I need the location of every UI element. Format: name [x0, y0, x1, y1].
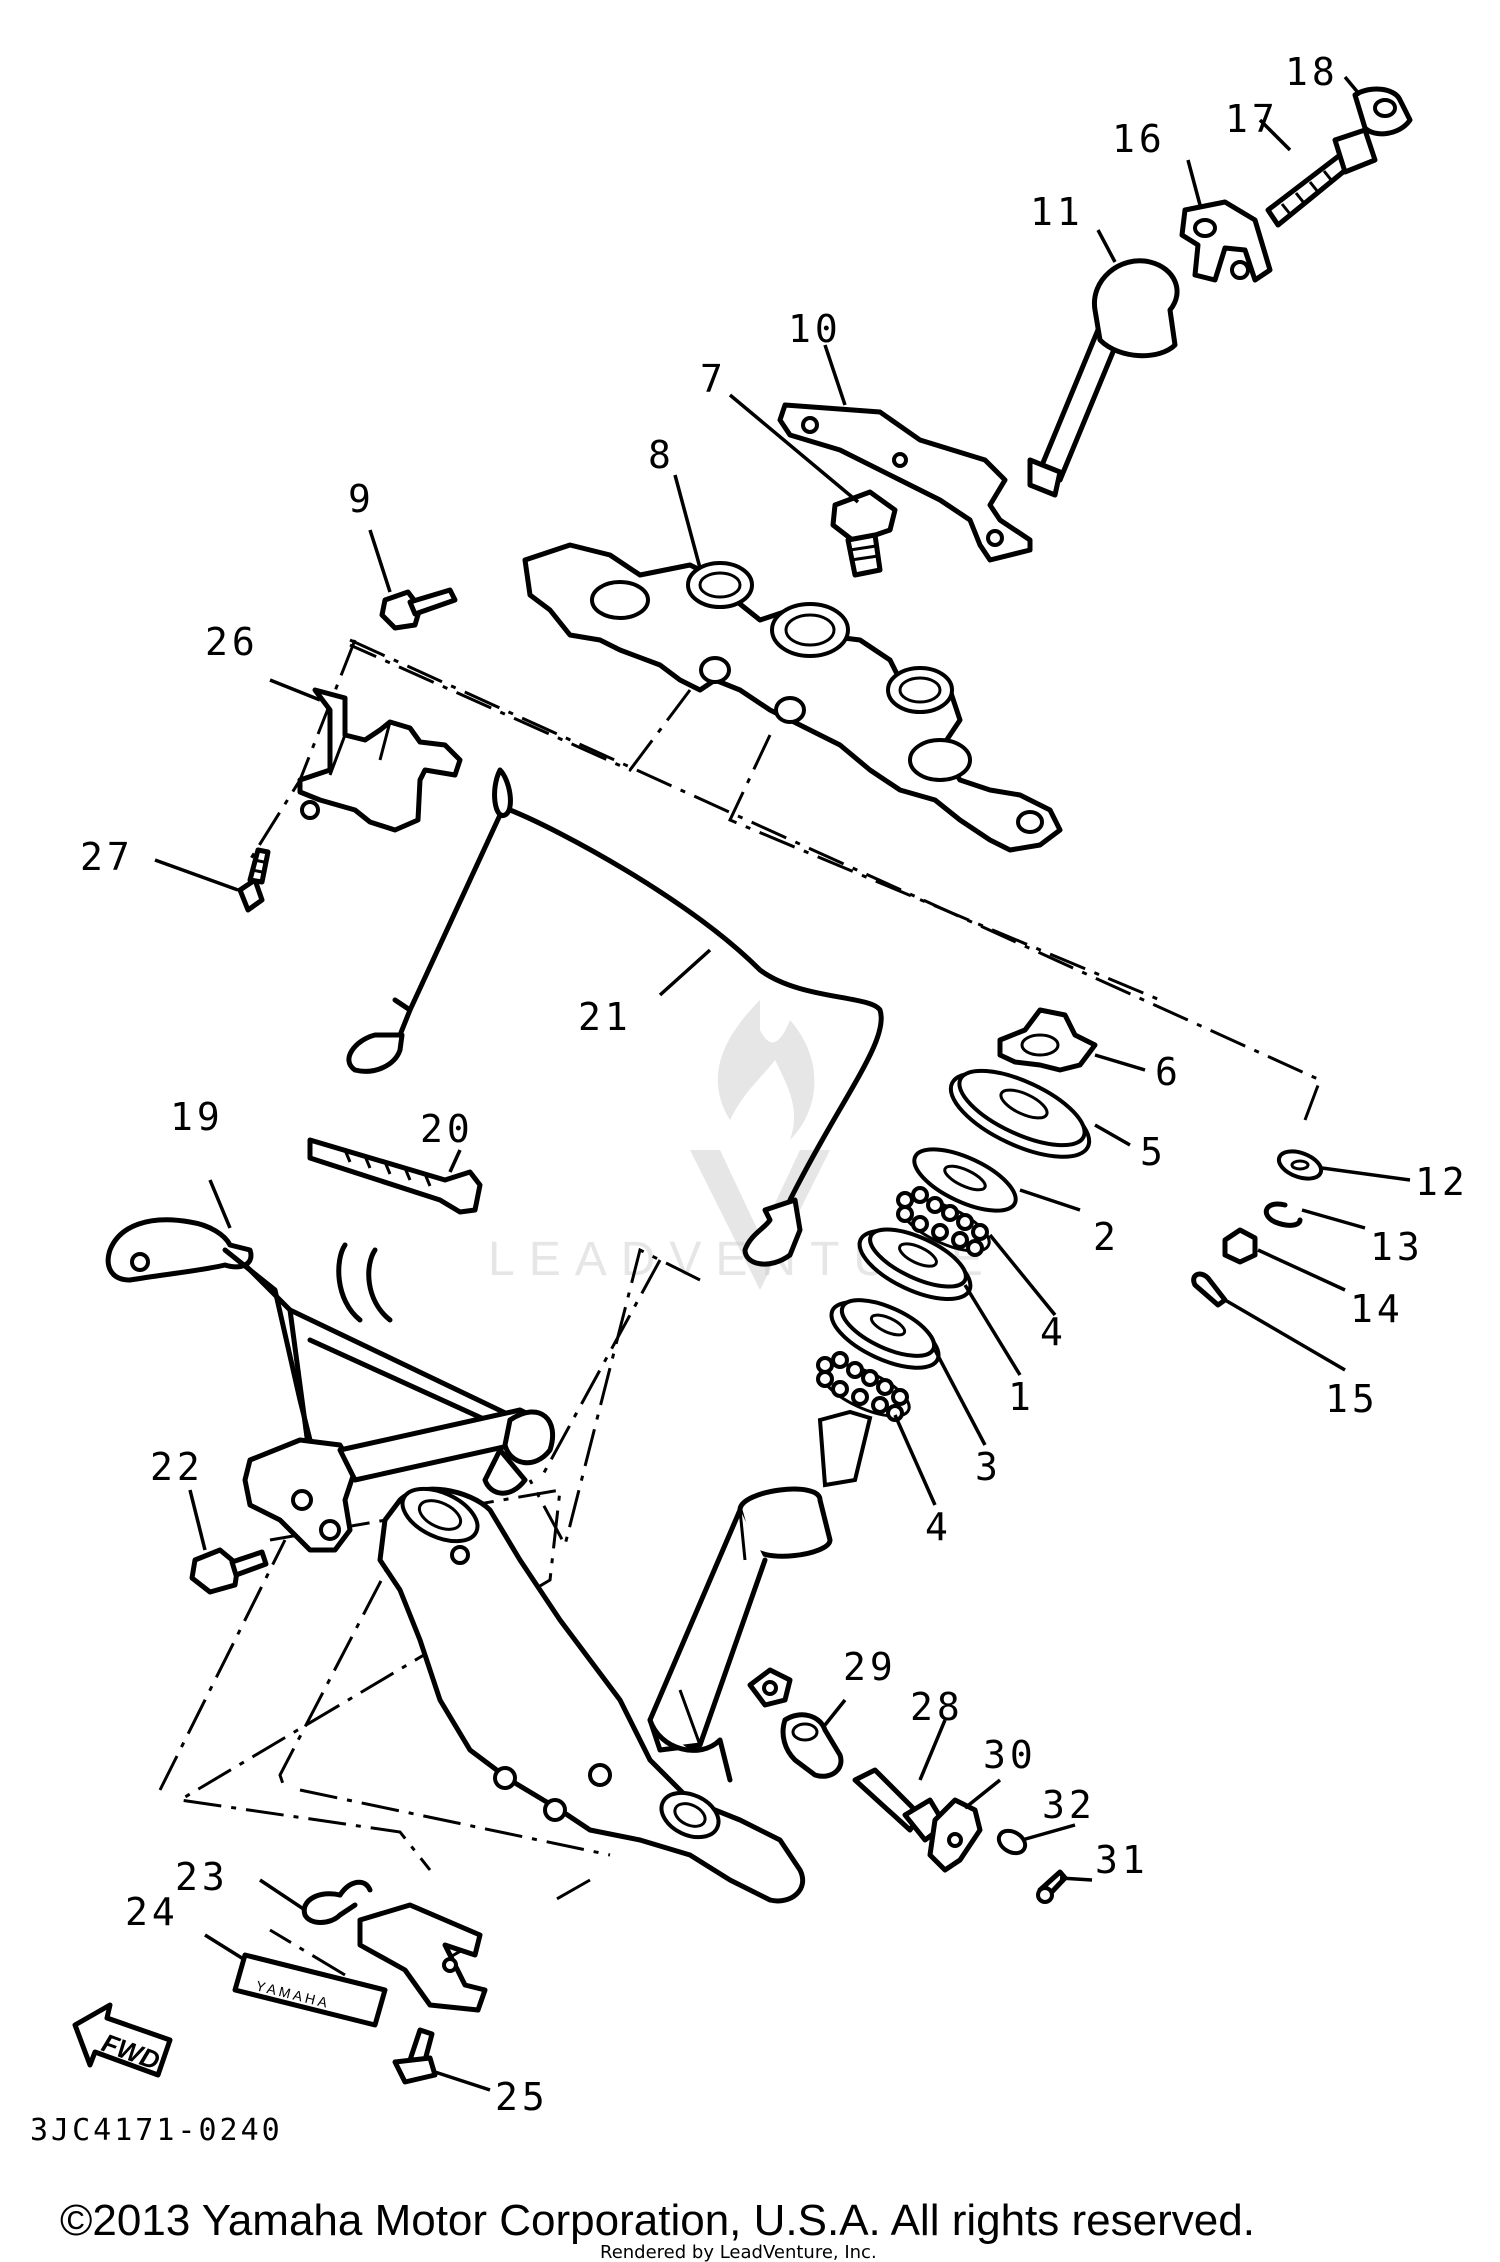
callout-14: 14 [1350, 1287, 1404, 1331]
callout-13: 13 [1370, 1225, 1424, 1269]
callout-23: 23 [175, 1855, 229, 1899]
callout-27: 27 [80, 835, 134, 879]
callout-25: 25 [495, 2075, 549, 2119]
part-15-pin [1191, 1271, 1228, 1308]
callout-11: 11 [1030, 190, 1084, 234]
leader-lines [154, 75, 1411, 2092]
part-24-emblem: YAMAHA [232, 1952, 388, 2028]
callout-3: 3 [975, 1445, 1002, 1489]
part-4-upper-balls [896, 1186, 991, 1257]
callout-15: 15 [1325, 1377, 1379, 1421]
steering-stem-under-bracket [377, 1409, 873, 1904]
callout-5: 5 [1140, 1130, 1167, 1174]
callout-6: 6 [1155, 1050, 1182, 1094]
callout-2: 2 [1093, 1215, 1120, 1259]
callout-21: 21 [578, 995, 632, 1039]
part-21-wire [346, 767, 884, 1267]
part-22-bolt [189, 1547, 269, 1595]
part-11-handlebar [1027, 258, 1180, 498]
diagram-code: 3JC4171-0240 [30, 2113, 283, 2148]
callout-28: 28 [910, 1685, 964, 1729]
callout-30: 30 [983, 1733, 1037, 1777]
part-16-holder [1179, 199, 1273, 283]
callout-4-upper: 4 [1040, 1310, 1067, 1354]
part-14-nut [1222, 1227, 1258, 1265]
assembly-lines [158, 638, 1322, 1982]
part-25-screw [392, 2027, 438, 2085]
copyright-notice: ©2013 Yamaha Motor Corporation, U.S.A. A… [60, 2196, 1255, 2245]
callout-24: 24 [125, 1890, 179, 1934]
part-29-bush [780, 1712, 844, 1779]
emblem-holder [357, 1902, 488, 2013]
part-20-band [307, 1137, 483, 1215]
part-26-bracket [297, 687, 463, 833]
part-27-bolt [237, 847, 271, 913]
part-23-clip [301, 1879, 373, 1925]
rendered-by-notice: Rendered by LeadVenture, Inc. [600, 2242, 877, 2262]
part-2-ball-race [912, 1147, 1018, 1213]
part-8-upper-bracket [522, 542, 1063, 853]
callout-16: 16 [1112, 117, 1166, 161]
callout-17: 17 [1225, 97, 1279, 141]
callout-12: 12 [1415, 1160, 1469, 1204]
part-32-washer [996, 1828, 1028, 1856]
part-9-bolt [379, 587, 458, 631]
fwd-arrow-icon: FWD [72, 2002, 173, 2078]
part-10-plate [777, 402, 1033, 563]
callout-1: 1 [1008, 1375, 1035, 1419]
callout-29: 29 [843, 1645, 897, 1689]
callout-31: 31 [1095, 1838, 1149, 1882]
part-6-nut [997, 1007, 1098, 1073]
part-5-cover [948, 1068, 1092, 1159]
callout-32: 32 [1042, 1783, 1096, 1827]
part-7-bolt [830, 489, 898, 578]
part-18-nut [1352, 86, 1413, 137]
part-4-lower-balls [816, 1351, 911, 1422]
callout-20: 20 [420, 1107, 474, 1151]
callout-22: 22 [150, 1445, 204, 1489]
callout-19: 19 [170, 1095, 224, 1139]
part-17-bolt [1265, 127, 1378, 228]
part-3-ball-race [829, 1298, 941, 1370]
callout-18: 18 [1285, 50, 1339, 94]
callout-labels: 1 2 3 4 4 5 6 7 8 9 10 11 12 13 14 15 16… [80, 50, 1469, 2119]
part-19-stay [105, 1217, 556, 1553]
callout-26: 26 [205, 620, 259, 664]
part-12-washer [1276, 1149, 1324, 1181]
callout-8: 8 [648, 433, 675, 477]
part-28-lock [852, 1767, 948, 1843]
callout-10: 10 [788, 307, 842, 351]
callout-7: 7 [700, 357, 727, 401]
callout-9: 9 [348, 477, 375, 521]
callout-4-lower: 4 [925, 1505, 952, 1549]
part-13-clip [1263, 1201, 1303, 1228]
part-30-plate [927, 1797, 983, 1873]
